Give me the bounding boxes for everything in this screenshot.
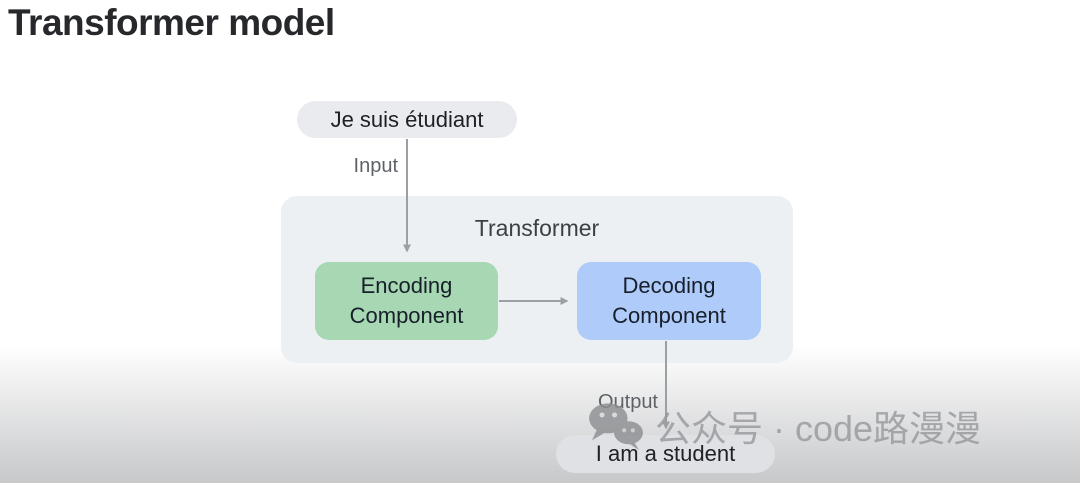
input-phrase-text: Je suis étudiant: [330, 106, 484, 132]
decoding-component-box: Decoding Component: [577, 262, 761, 340]
watermark-text: 公众号 · code路漫漫: [655, 408, 982, 449]
page-title: Transformer model: [8, 2, 335, 43]
input-label: Input: [353, 155, 398, 177]
transformer-label: Transformer: [474, 215, 600, 241]
output-phrase-pill: I am a student: [556, 435, 775, 473]
floor-gradient: [0, 345, 1080, 483]
encoding-component-box: Encoding Component: [315, 262, 498, 340]
input-phrase-pill: Je suis étudiant: [297, 101, 517, 138]
wechat-icon: [589, 403, 643, 451]
watermark: 公众号 · code路漫漫: [585, 400, 981, 452]
output-phrase-text: I am a student: [595, 441, 736, 466]
